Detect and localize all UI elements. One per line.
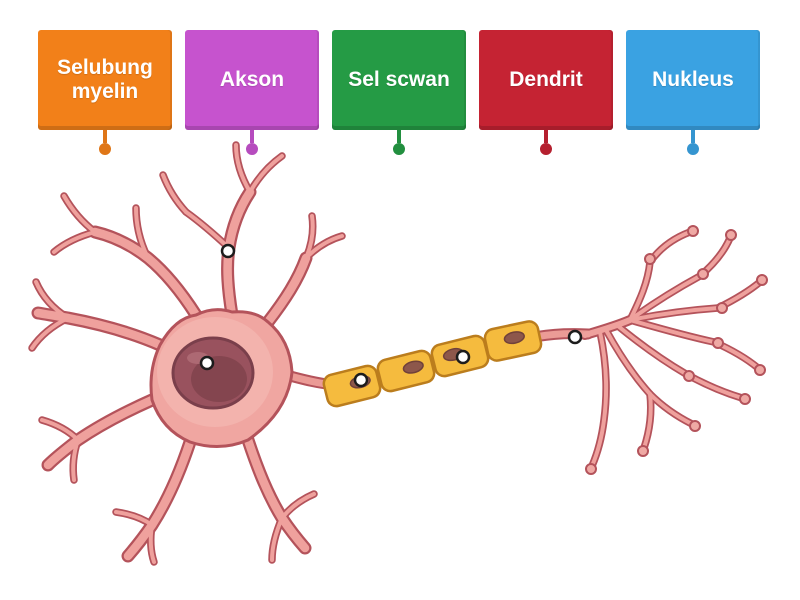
label-text: Sel scwan [348,68,450,92]
label-tile-dendrit[interactable]: Dendrit [479,30,613,155]
label-text: Selubung myelin [57,56,153,103]
answer-markers [199,243,583,388]
label-text: Dendrit [509,68,583,92]
label-text: Nukleus [652,68,734,92]
answer-marker-myelin-segment-point[interactable] [353,372,369,388]
label-text: Akson [219,68,285,92]
label-tile-akson[interactable]: Akson [185,30,319,155]
answer-marker-schwann-cell-point[interactable] [455,349,471,365]
answer-marker-dendrite-point[interactable] [220,243,236,259]
label-tile-sel-scwan[interactable]: Sel scwan [332,30,466,155]
label-pin [99,130,111,155]
label-pin [393,130,405,155]
nucleus [171,336,255,410]
label-pin [540,130,552,155]
label-pin [246,130,258,155]
label-tile-selubung-myelin[interactable]: Selubung myelin [38,30,172,155]
label-tile-nukleus[interactable]: Nukleus [626,30,760,155]
terminal-bulbs [585,225,768,475]
answer-marker-soma-nucleus-point[interactable] [199,355,215,371]
answer-marker-axon-end-point[interactable] [567,329,583,345]
label-pin [687,130,699,155]
myelin-sheath [322,320,543,408]
